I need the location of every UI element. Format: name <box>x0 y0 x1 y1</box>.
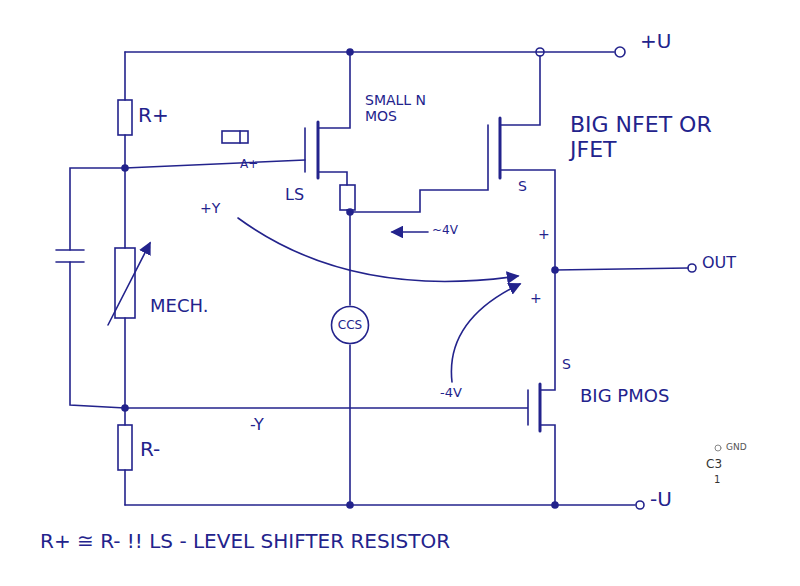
part-name: R+ <box>138 104 169 127</box>
resistor-symbol <box>118 100 132 135</box>
rail-label: -U <box>650 488 672 511</box>
component-ref: 1 <box>714 474 720 486</box>
junction-dot <box>536 48 544 56</box>
pin-label: S <box>562 356 571 372</box>
part-name: BIG PMOS <box>580 386 670 407</box>
voltage-label: -Y <box>250 416 264 434</box>
resistor-symbol <box>118 425 132 470</box>
polarity-mark: + <box>538 226 550 242</box>
note-text: R+ ≅ R- !! LS - LEVEL SHIFTER RESISTOR <box>40 530 450 553</box>
rail-label: +U <box>640 30 671 53</box>
polarity-mark: + <box>530 290 542 306</box>
component-ref: C3 <box>706 458 722 472</box>
mosfet-gate <box>304 128 306 172</box>
mosfet-gate <box>125 390 528 425</box>
pin-label: GND <box>726 442 747 452</box>
voltage-label: -4V <box>440 386 462 401</box>
resistor-symbol <box>340 185 355 210</box>
voltage-label: +Y <box>200 200 220 216</box>
diode-symbol <box>222 131 248 143</box>
part-name: R- <box>140 438 160 461</box>
part-name: BIG NFET OR JFET <box>570 112 760 163</box>
annotation-arrow <box>238 218 518 281</box>
annotation-arrow <box>451 284 520 382</box>
part-name: MECH. <box>150 296 208 317</box>
current-source-circle: CCS <box>330 305 370 345</box>
part-name: SMALL N MOS <box>365 92 437 124</box>
positive-rail <box>125 51 614 53</box>
potentiometer-symbol <box>115 248 135 318</box>
pin-label: S <box>518 178 527 194</box>
pin-label: A+ <box>240 158 258 172</box>
terminal <box>615 47 625 57</box>
node-text: CCS <box>338 318 362 332</box>
voltage-label: ~4V <box>432 224 458 238</box>
mosfet-gate <box>350 125 488 212</box>
signal-name: OUT <box>702 254 736 272</box>
capacitor-symbol <box>56 250 84 262</box>
part-name: LS <box>285 186 304 204</box>
